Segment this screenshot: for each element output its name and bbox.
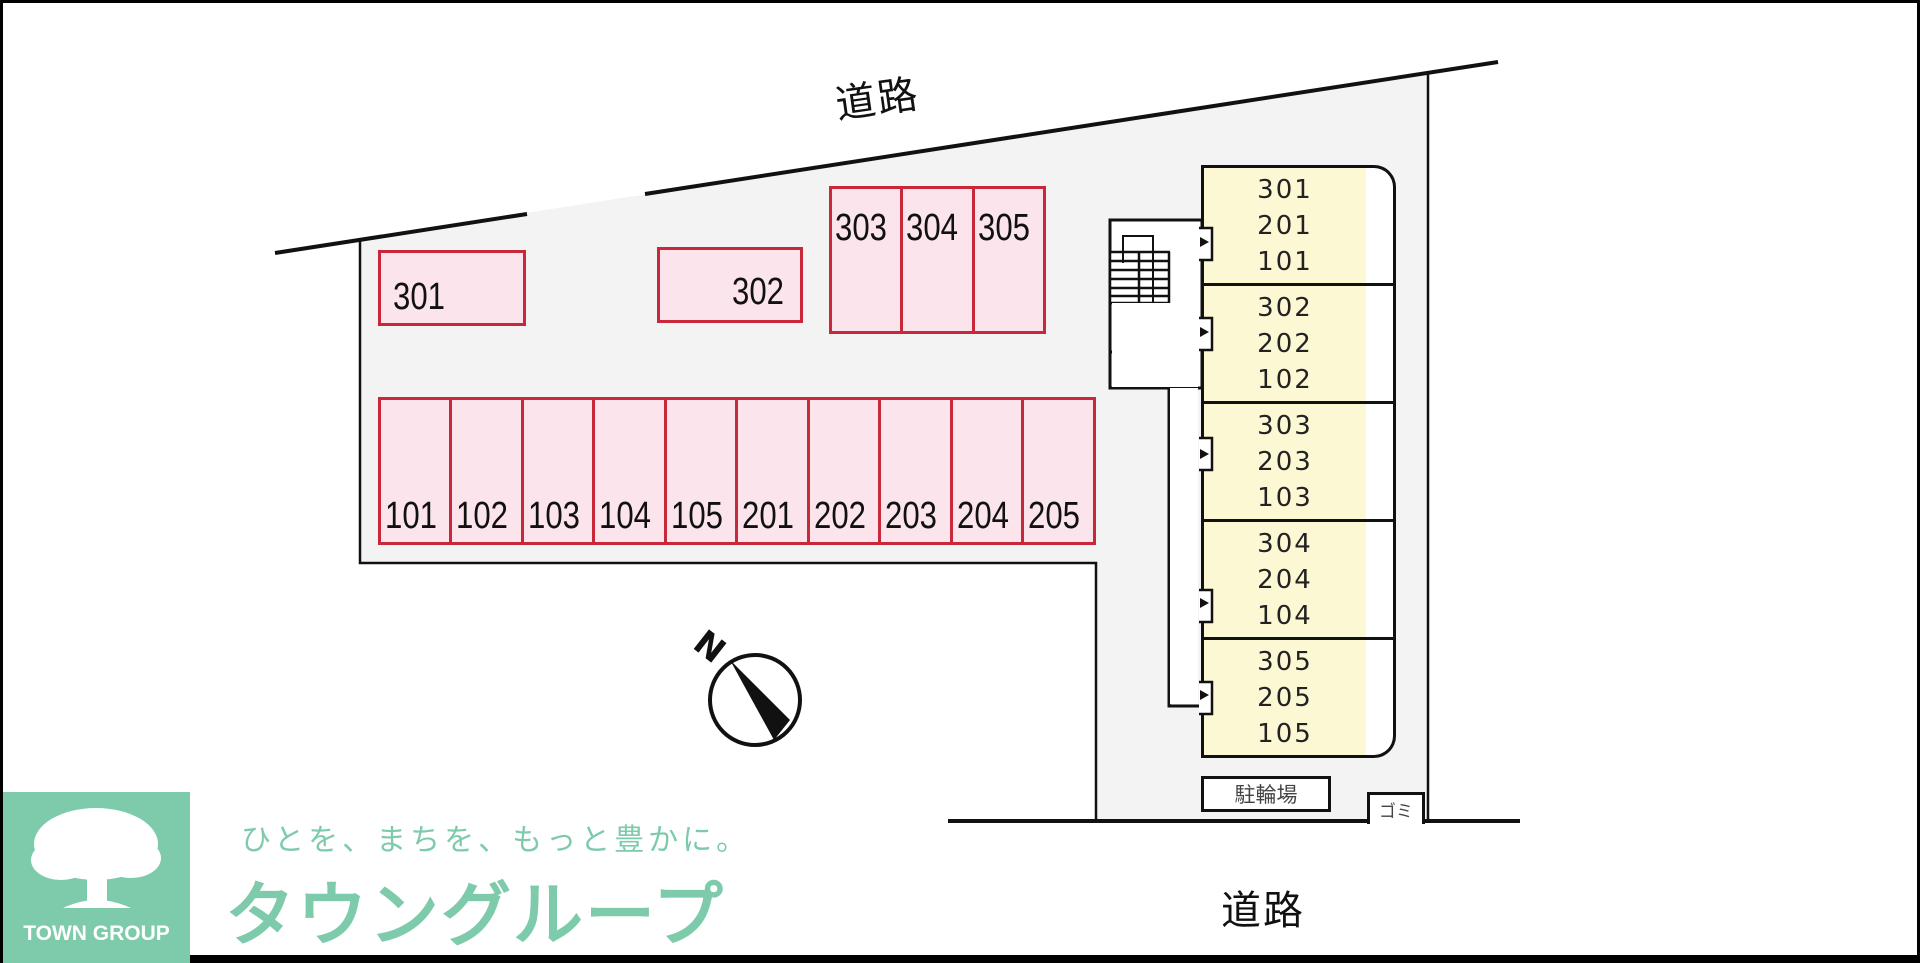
parking-space-303[interactable]: 303: [829, 186, 903, 334]
bicycle-parking: 駐輪場: [1201, 776, 1331, 812]
garbage-area: ゴミ: [1367, 792, 1425, 824]
balcony-2: [1366, 283, 1396, 404]
parking-space-101[interactable]: 101: [378, 397, 452, 545]
parking-space-104[interactable]: 104: [592, 397, 667, 545]
brand-name: タウングループ: [225, 874, 725, 956]
parking-space-301[interactable]: 301: [378, 250, 526, 326]
north-arrow-icon: N: [686, 623, 802, 747]
site-map-frame: N 道路 道路 301 302 303 304 305 101 102 103 …: [3, 3, 1917, 963]
parking-space-102[interactable]: 102: [449, 397, 524, 545]
building-unit-2[interactable]: 302 202 102: [1201, 283, 1369, 404]
town-group-logo: TOWN GROUP: [3, 792, 190, 963]
parking-space-304[interactable]: 304: [900, 186, 975, 334]
building-unit-4[interactable]: 304 204 104: [1201, 519, 1369, 640]
building-unit-1[interactable]: 301 201 101: [1201, 165, 1369, 286]
balcony-1: [1366, 165, 1396, 286]
bottom-road-label: 道路: [1221, 888, 1305, 934]
tree-icon: [31, 808, 161, 908]
parking-space-305[interactable]: 305: [972, 186, 1046, 334]
parking-space-201[interactable]: 201: [735, 397, 810, 545]
tagline: ひとを、まちを、もっと豊かに。: [241, 823, 751, 858]
balcony-5: [1366, 637, 1396, 758]
parking-space-202[interactable]: 202: [807, 397, 881, 545]
parking-space-103[interactable]: 103: [521, 397, 595, 545]
parking-space-203[interactable]: 203: [878, 397, 953, 545]
balcony-4: [1366, 519, 1396, 640]
parking-space-205[interactable]: 205: [1021, 397, 1096, 545]
top-road-label: 道路: [832, 71, 923, 129]
building-unit-3[interactable]: 303 203 103: [1201, 401, 1369, 522]
parking-space-204[interactable]: 204: [950, 397, 1024, 545]
building-unit-5[interactable]: 305 205 105: [1201, 637, 1369, 758]
parking-space-302[interactable]: 302: [657, 247, 803, 323]
parking-space-105[interactable]: 105: [664, 397, 738, 545]
balcony-3: [1366, 401, 1396, 522]
top-road-edge: [274, 212, 528, 255]
